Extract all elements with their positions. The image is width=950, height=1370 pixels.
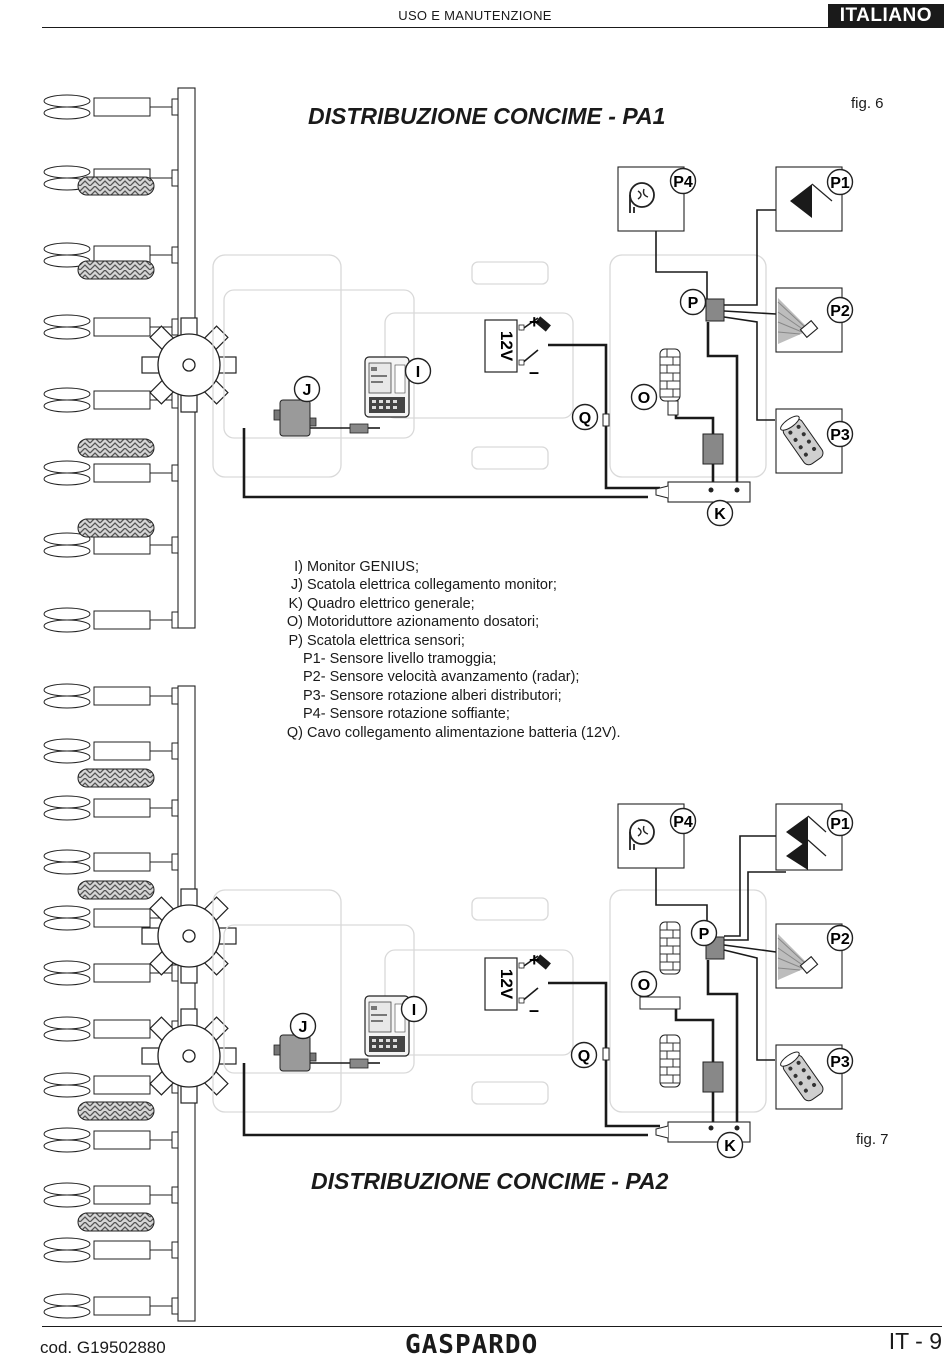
language-badge: ITALIANO [827,4,944,28]
label-p3-1: P3 [830,427,850,444]
legend-item-o: O)Motoriduttore azionamento dosatori; [286,614,540,631]
figure-2-diagram: 12V + – P4 P1 P2 P3 P O K Q I J [43,683,854,1322]
label-p2-2: P2 [830,931,850,948]
label-i-1: I [416,364,420,381]
legend-item-p1: P1- Sensore livello tramoggia; [303,651,497,668]
page-number: IT - 9 [888,1328,942,1354]
label-p4-1: P4 [673,174,693,191]
label-j-1: J [303,382,312,399]
label-k-2: K [724,1138,736,1155]
label-o-1: O [638,390,650,407]
legend-item-i: I)Monitor GENIUS; [294,559,419,575]
legend-item-p2: P2- Sensore velocità avanzamento (radar)… [303,669,580,686]
brand-logo: GASPARDO [405,1330,539,1360]
battery-plus-1: + [529,312,540,332]
legend-item-p4: P4- Sensore rotazione soffiante; [303,706,510,723]
document-code: cod. G19502880 [40,1338,166,1357]
label-p-1: P [688,295,699,312]
figure-1-label: fig. 6 [851,95,884,112]
figure-2-title: DISTRIBUZIONE CONCIME - PA2 [311,1168,669,1194]
battery-minus-1: – [529,362,539,382]
label-p4-2: P4 [673,814,693,831]
label-p2-1: P2 [830,303,850,320]
label-p1-1: P1 [830,175,850,192]
legend-item-p3: P3- Sensore rotazione alberi distributor… [303,687,562,704]
figure-1-title: DISTRIBUZIONE CONCIME - PA1 [308,103,666,129]
legend-item-p: P)Scatola elettrica sensori; [288,632,465,649]
label-i-2: I [412,1002,416,1019]
battery-plus-2: + [529,950,540,970]
header-divider [42,27,942,28]
label-k-1: K [714,506,726,523]
battery-minus-2: – [529,1000,539,1020]
label-p-2: P [699,926,710,943]
footer-divider [42,1326,942,1327]
header-section-title: USO E MANUTENZIONE [398,8,552,23]
label-p1-2: P1 [830,816,850,833]
component-legend: I)Monitor GENIUS; J)Scatola elettrica co… [270,558,621,742]
label-o-2: O [638,977,650,994]
label-p3-2: P3 [830,1054,850,1071]
battery-label-2: 12V [497,969,516,1000]
legend-item-k: K)Quadro elettrico generale; [288,595,475,612]
label-q-2: Q [578,1048,590,1065]
legend-item-j: J)Scatola elettrica collegamento monitor… [290,577,557,594]
label-q-1: Q [579,410,591,427]
battery-label-1: 12V [497,331,516,362]
figure-1-diagram: 12V + – P4 P1 P2 P3 P O K Q I J [43,87,854,633]
figure-2-label: fig. 7 [856,1131,889,1148]
label-j-2: J [299,1019,308,1036]
legend-item-q: Q)Cavo collegamento alimentazione batter… [286,724,621,741]
